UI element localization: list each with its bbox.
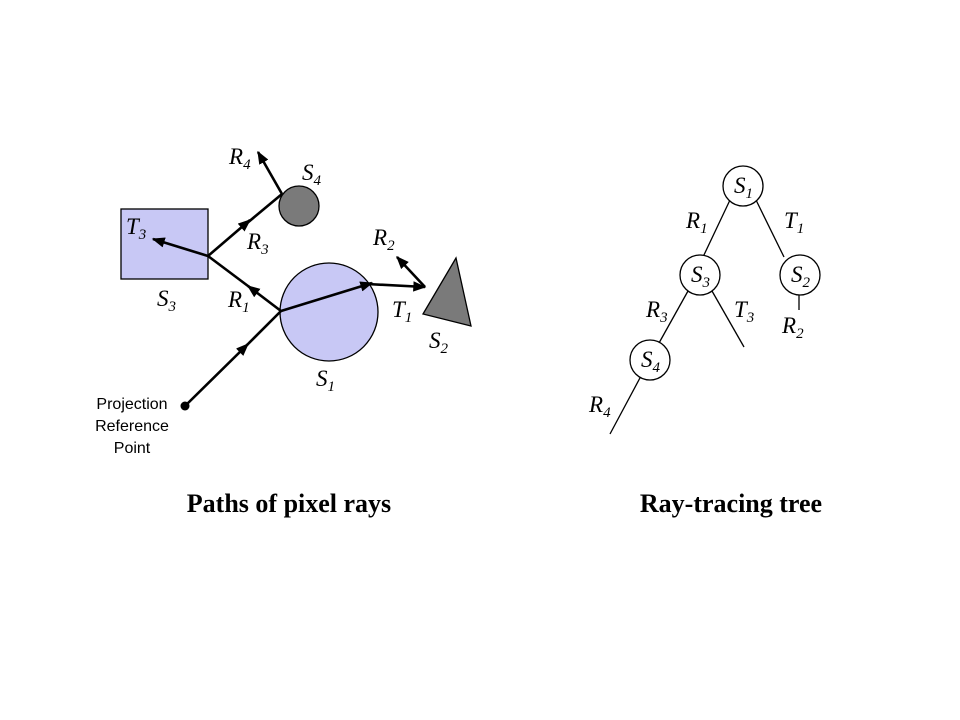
label-r4: R4 [228, 144, 251, 173]
label-s2: S2 [429, 328, 449, 357]
tree-node-s4 [629, 339, 671, 381]
tree-node-s2 [779, 254, 821, 296]
ray-r4 [256, 150, 284, 195]
tree-edge-label-t1: T1 [784, 208, 804, 237]
label-t1: T1 [392, 297, 412, 326]
tree-edge-label-r3: R3 [645, 297, 668, 326]
tree-edge-r1 [702, 199, 731, 258]
tree-diagram-title: Ray-tracing tree [640, 489, 822, 518]
label-r2: R2 [372, 225, 395, 254]
ray-r3-b [245, 193, 283, 225]
projection-reference-point-dot [180, 401, 190, 411]
surface-s4-small-circle [278, 185, 320, 227]
surface-s1-large-circle [279, 262, 379, 362]
tree-node-s1 [722, 165, 764, 207]
label-r1: R1 [227, 287, 250, 316]
label-s1: S1 [316, 366, 335, 395]
ray-tracing-tree: S1 S3 S2 S4 R1 T1 R3 T3 R2 R4 Ray-tracin… [588, 165, 822, 518]
tree-edge-t1 [755, 199, 785, 258]
ray-t3 [151, 237, 209, 258]
ray-r1-a [246, 284, 282, 313]
tree-edge-label-t3: T3 [734, 297, 754, 326]
ray-eye-to-s1-b [243, 310, 282, 349]
label-t3: T3 [126, 214, 146, 243]
label-s4: S4 [302, 160, 322, 189]
tree-edge-t3 [711, 290, 745, 348]
ray-t1-b [366, 281, 427, 292]
ray-r3-a [207, 219, 251, 257]
tree-edge-label-r4: R4 [588, 392, 611, 421]
tree-edge-r3 [658, 290, 689, 344]
paths-diagram: R4 S4 T3 R3 R2 S3 R1 T1 S2 S1 Projection… [95, 144, 472, 518]
ray-r2 [396, 256, 426, 288]
tree-node-label-s2: S2 [791, 262, 811, 291]
tree-node-label-s3: S3 [691, 262, 710, 291]
tree-node-s3 [679, 254, 721, 296]
label-s3: S3 [157, 286, 176, 315]
tree-edge-r4 [609, 375, 642, 435]
ray-eye-to-s1-a [184, 343, 249, 407]
tree-node-label-s4: S4 [641, 347, 661, 376]
tree-node-label-s1: S1 [734, 173, 753, 202]
surface-s2-triangle [421, 256, 472, 327]
label-r3: R3 [246, 229, 269, 258]
ray-r1-b [207, 254, 253, 291]
projection-label-line-2: Reference [95, 418, 169, 435]
tree-edge-label-r1: R1 [685, 208, 708, 237]
projection-label-line-1: Projection [96, 396, 167, 413]
paths-diagram-title: Paths of pixel rays [187, 489, 391, 518]
projection-label-line-3: Point [114, 440, 151, 457]
ray-t1-a [280, 281, 374, 313]
tree-edge-label-r2: R2 [781, 313, 804, 342]
